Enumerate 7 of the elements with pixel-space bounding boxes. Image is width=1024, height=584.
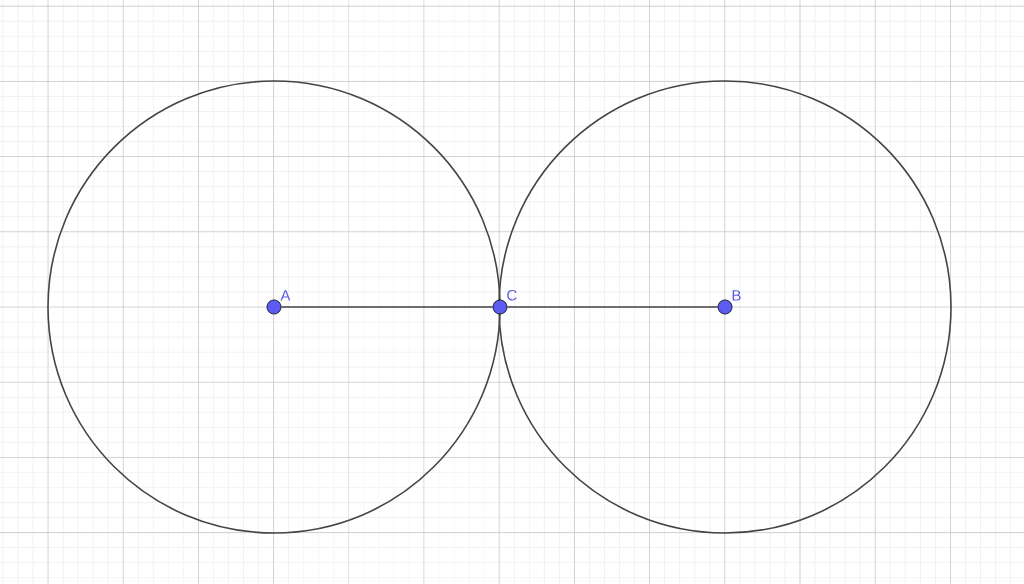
segment [506, 306, 719, 308]
point-label: A [280, 290, 291, 301]
point-label: C [507, 289, 517, 301]
circle [498, 80, 952, 534]
point-label: B [732, 290, 741, 301]
circle [47, 80, 501, 534]
segment [280, 306, 494, 308]
